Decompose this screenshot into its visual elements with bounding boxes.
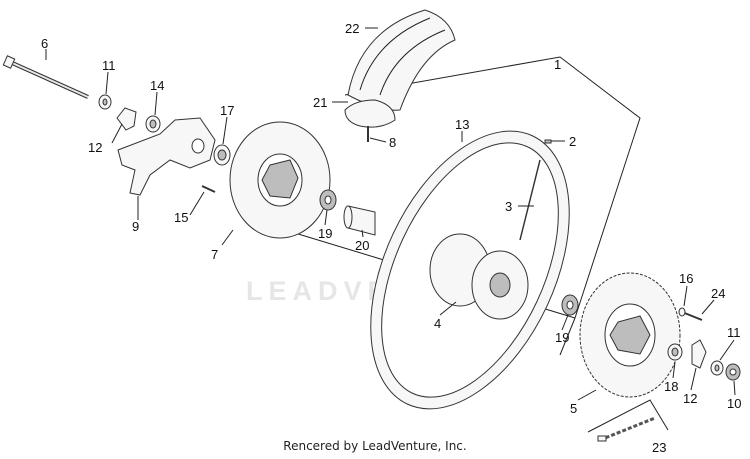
callout-11-right: 11 — [727, 325, 741, 340]
leader-lines — [45, 27, 736, 401]
sprocket-part — [579, 272, 681, 398]
bearing-left-part — [319, 189, 337, 211]
callout-16: 16 — [679, 271, 693, 286]
callout-14: 14 — [150, 78, 164, 93]
callout-13: 13 — [455, 117, 469, 132]
spacer-tube-part — [343, 205, 376, 236]
callout-20: 20 — [355, 238, 369, 253]
callout-4: 4 — [434, 316, 441, 331]
spoke-nipple-part — [544, 139, 552, 144]
spacer-17-part — [213, 144, 231, 166]
axle-part — [2, 55, 89, 99]
chain-box — [587, 399, 669, 433]
bracket-hole — [191, 138, 205, 154]
callout-18: 18 — [664, 379, 678, 394]
washer-left-part — [98, 94, 112, 110]
spacer-left-part — [145, 115, 161, 133]
chain-adjuster-right-part — [691, 339, 707, 369]
callout-8: 8 — [389, 135, 396, 150]
callout-2: 2 — [569, 134, 576, 149]
bolt-part — [201, 185, 216, 193]
callout-5: 5 — [570, 401, 577, 416]
callout-21: 21 — [313, 95, 327, 110]
callout-12-right: 12 — [683, 391, 697, 406]
inner-tube-part — [344, 99, 396, 128]
spoke-part — [519, 159, 541, 241]
callout-19-right: 19 — [555, 330, 569, 345]
callout-10: 10 — [727, 396, 741, 411]
callout-11-left: 11 — [102, 58, 116, 73]
callout-19-left: 19 — [318, 226, 332, 241]
caliper-bracket-part — [117, 117, 216, 196]
sprocket-washer-part — [678, 307, 686, 317]
washer-right-part — [710, 360, 724, 376]
callout-15: 15 — [174, 210, 188, 225]
hub-part — [429, 233, 529, 320]
callout-6: 6 — [41, 36, 48, 51]
chain-part — [597, 416, 656, 442]
spacer-right-part — [667, 343, 683, 361]
bearing-right-part — [561, 294, 579, 316]
callout-labels: 6 11 12 14 17 15 9 7 19 20 21 22 8 13 1 … — [41, 21, 741, 455]
axle-nut-part — [725, 363, 741, 381]
callout-7: 7 — [211, 247, 218, 262]
callout-17: 17 — [220, 103, 234, 118]
callout-1: 1 — [554, 57, 561, 72]
callout-22: 22 — [345, 21, 359, 36]
callout-3: 3 — [505, 199, 512, 214]
callout-9: 9 — [132, 219, 139, 234]
callout-24: 24 — [711, 286, 725, 301]
callout-23: 23 — [652, 440, 666, 455]
chain-adjuster-left-part — [116, 107, 137, 131]
callout-12-left: 12 — [88, 140, 102, 155]
footer-credit: Rencered by LeadVenture, Inc. — [283, 439, 467, 453]
brake-disc-part — [229, 121, 331, 239]
tire-part — [347, 9, 456, 111]
